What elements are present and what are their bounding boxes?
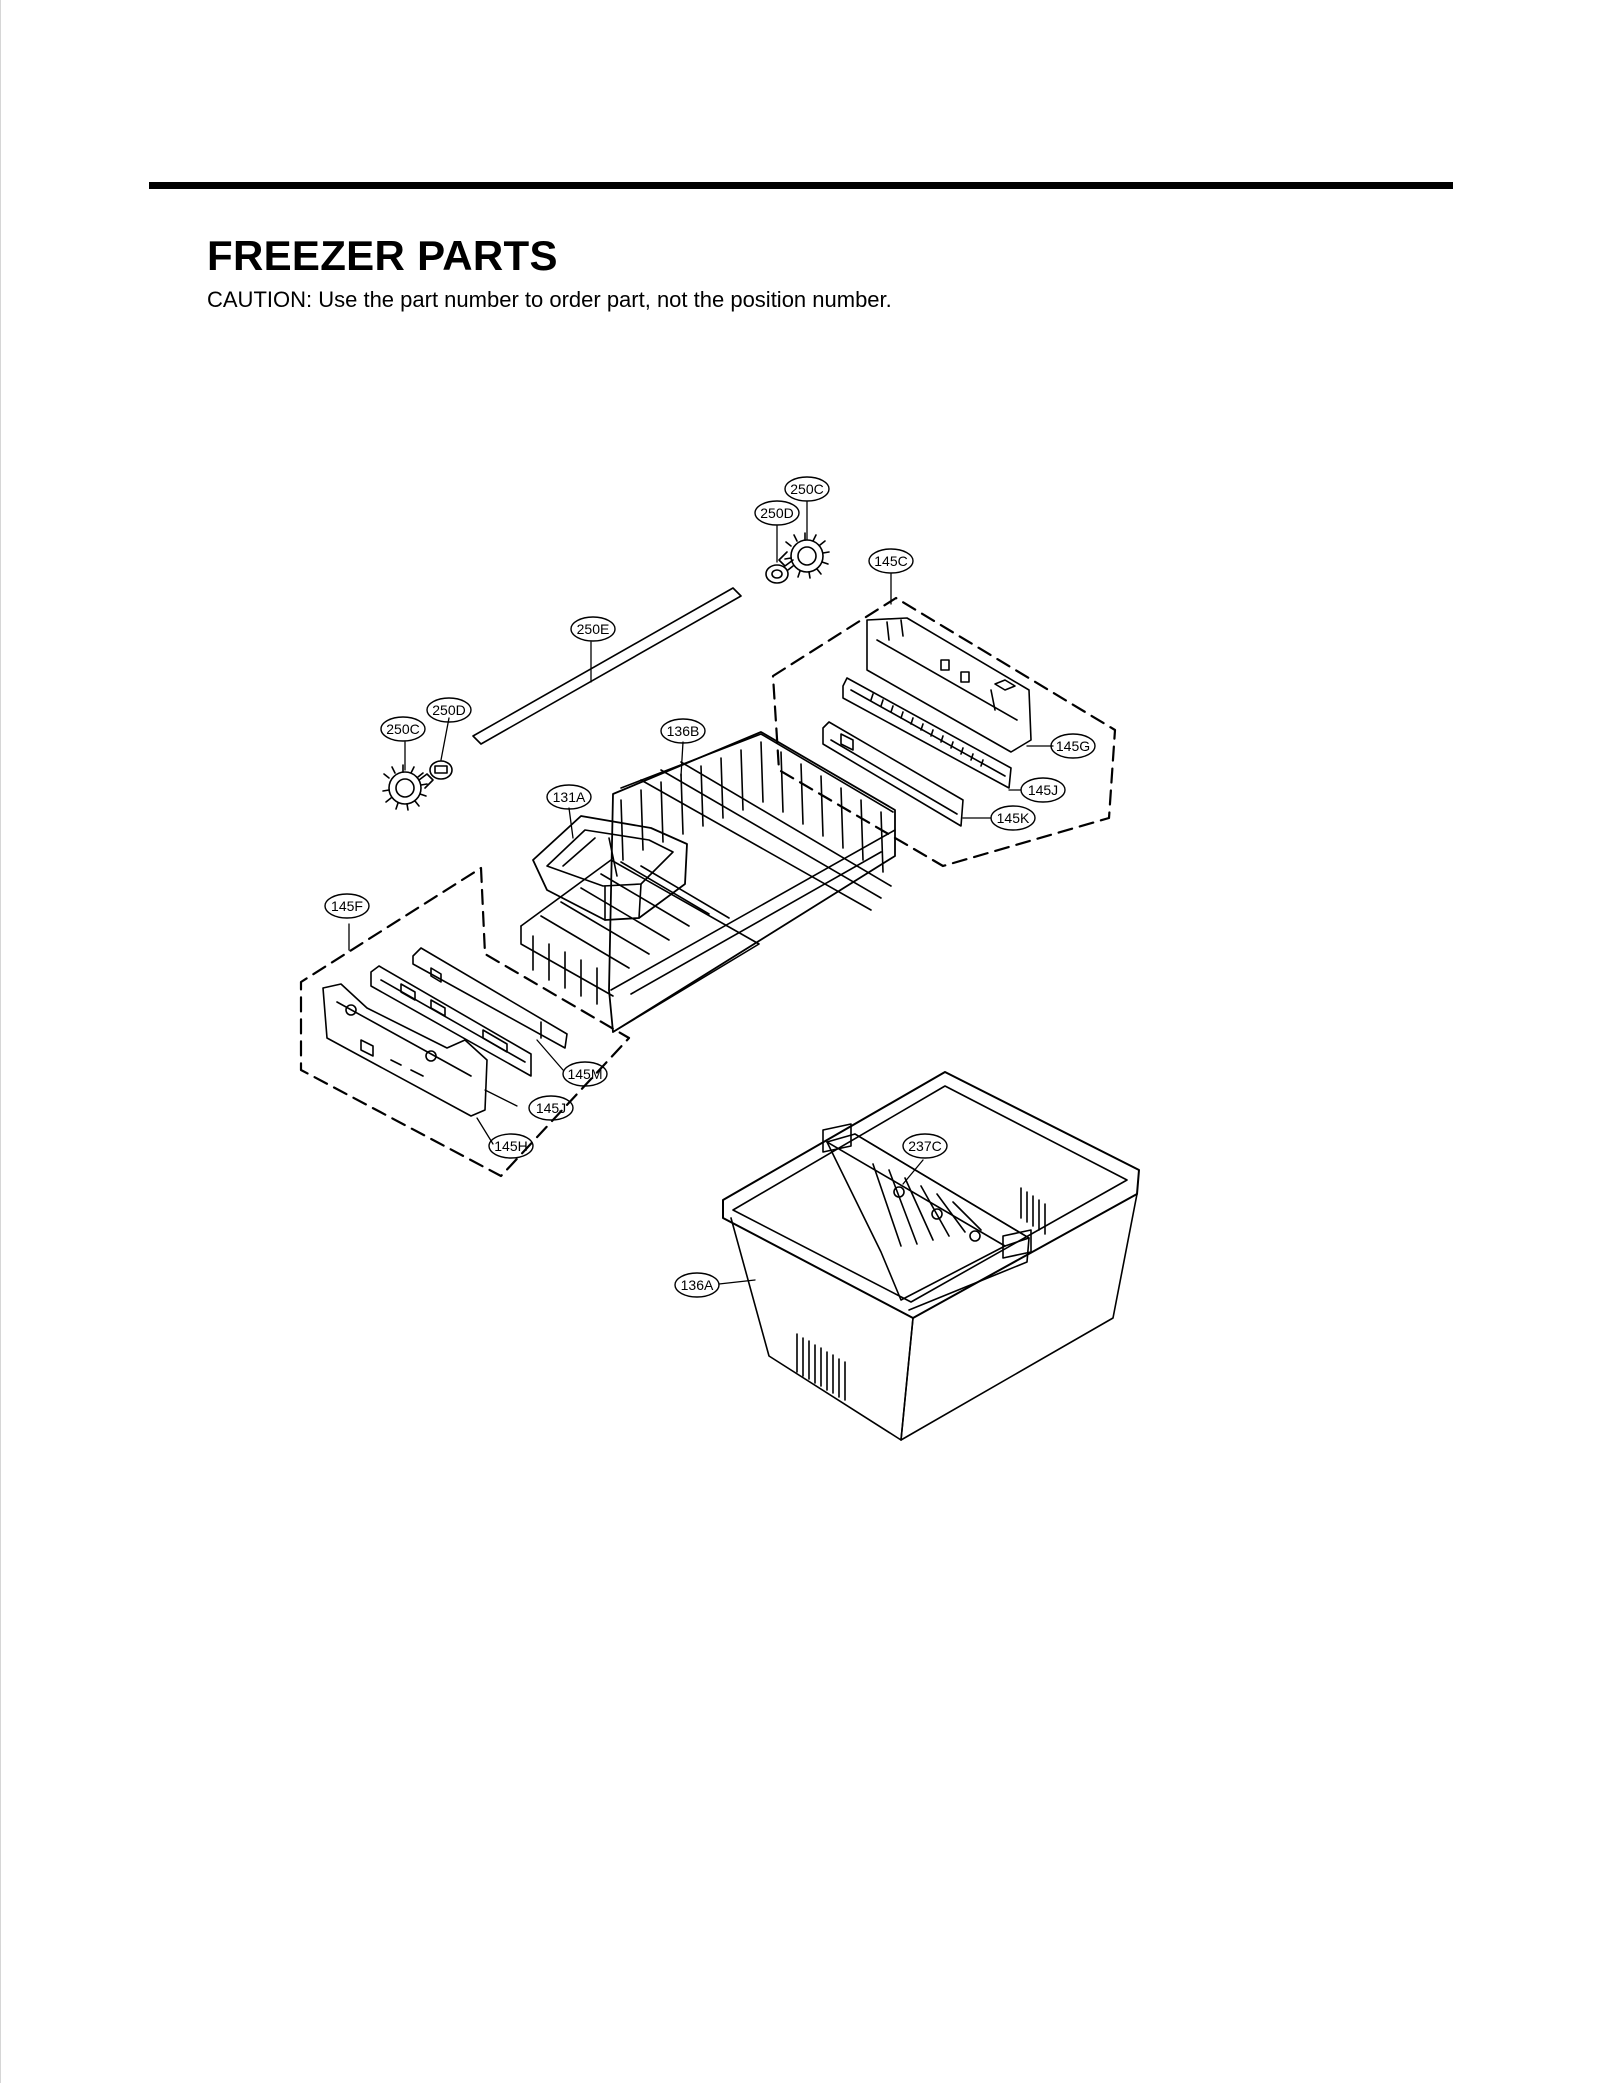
group-145c-outline: [771, 596, 1117, 868]
label-145h: 145H: [488, 1133, 534, 1159]
part-label-text: 250E: [577, 621, 610, 637]
label-250e: 250E: [570, 616, 616, 642]
label-145c: 145C: [868, 548, 914, 574]
caution-note: CAUTION: Use the part number to order pa…: [207, 287, 892, 312]
label-250c-top: 250C: [784, 476, 830, 502]
part-label-text: 136A: [681, 1277, 714, 1293]
top-rule: [149, 182, 1453, 189]
label-250d-left: 250D: [426, 697, 472, 723]
part-label-text: 250D: [432, 702, 465, 718]
part-label-text: 237C: [908, 1138, 941, 1154]
label-136b: 136B: [660, 718, 706, 744]
part-label-text: 145J: [1028, 782, 1058, 798]
part-label-text: 250C: [790, 481, 823, 497]
ice-bin-131a: [532, 815, 688, 921]
part-label-text: 145K: [997, 810, 1030, 826]
part-label-text: 136B: [667, 723, 700, 739]
part-label-text: 131A: [553, 789, 586, 805]
label-237c: 237C: [902, 1133, 948, 1159]
rail-250e: [472, 587, 742, 745]
cam-250d-left: [429, 760, 453, 780]
group-145f-outline: [299, 866, 631, 1178]
rail-145m: [412, 947, 568, 1049]
part-label-text: 145F: [331, 898, 363, 914]
page-title: FREEZER PARTS: [207, 232, 558, 279]
part-labels: 250C 250D 145C 250E 250D 250C 136B 131A …: [324, 476, 1096, 1298]
label-145f: 145F: [324, 893, 370, 919]
part-label-text: 145M: [567, 1066, 602, 1082]
label-136a: 136A: [674, 1272, 720, 1298]
label-145k: 145K: [990, 805, 1036, 831]
part-label-text: 145G: [1056, 738, 1090, 754]
gear-250c-top: [778, 532, 830, 579]
rail-145h: [322, 983, 488, 1117]
part-label-text: 250C: [386, 721, 419, 737]
label-145j-right: 145J: [1020, 777, 1066, 803]
wire-basket-136b: [520, 731, 896, 1033]
label-145j-left: 145J: [528, 1095, 574, 1121]
rail-145k: [822, 721, 964, 827]
label-250d-top: 250D: [754, 500, 800, 526]
label-145g: 145G: [1050, 733, 1096, 759]
part-label-text: 145C: [874, 553, 907, 569]
part-label-text: 145J: [536, 1100, 566, 1116]
drawer-bin-136a: [722, 1071, 1140, 1441]
leader-lines: [348, 501, 1054, 1285]
rail-145g: [866, 617, 1032, 753]
label-145m: 145M: [562, 1061, 608, 1087]
gear-250c-left: [382, 764, 434, 811]
divider-237c: [822, 1123, 1032, 1311]
rail-145j-right: [842, 677, 1012, 789]
part-label-text: 145H: [494, 1138, 527, 1154]
rail-145j-left: [370, 965, 532, 1077]
label-250c-left: 250C: [380, 716, 426, 742]
label-131a: 131A: [546, 784, 592, 810]
part-label-text: 250D: [760, 505, 793, 521]
cam-250d-top: [765, 564, 789, 584]
